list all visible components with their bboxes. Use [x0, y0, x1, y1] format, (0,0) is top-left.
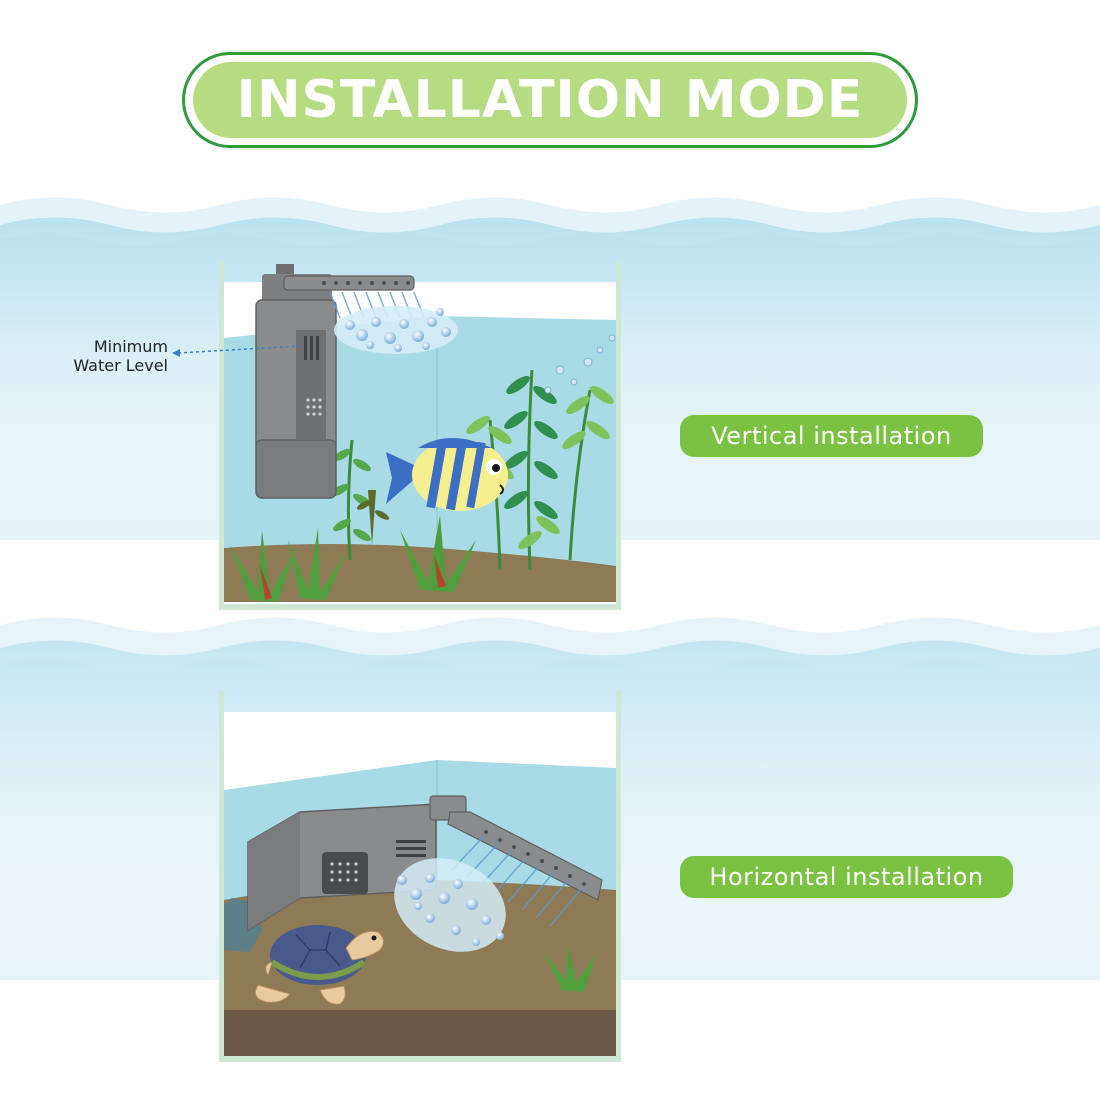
- minimum-water-level-line1: Minimum: [93, 337, 168, 356]
- horizontal-installation-label: Horizontal installation: [680, 856, 1013, 898]
- horizontal-filter-illustration: [247, 795, 603, 952]
- turtle-illustration: [254, 925, 384, 1005]
- vertical-filter-illustration: [255, 264, 616, 499]
- title-banner-fill: INSTALLATION MODE: [193, 62, 907, 138]
- title-banner: INSTALLATION MODE: [182, 52, 918, 148]
- vertical-installation-label: Vertical installation: [680, 415, 983, 457]
- minimum-water-level-label: Minimum Water Level: [40, 337, 168, 375]
- minimum-water-level-pointer: [172, 345, 301, 357]
- page-title: INSTALLATION MODE: [236, 70, 864, 130]
- minimum-water-level-line2: Water Level: [73, 356, 168, 375]
- fish-illustration: [386, 438, 508, 511]
